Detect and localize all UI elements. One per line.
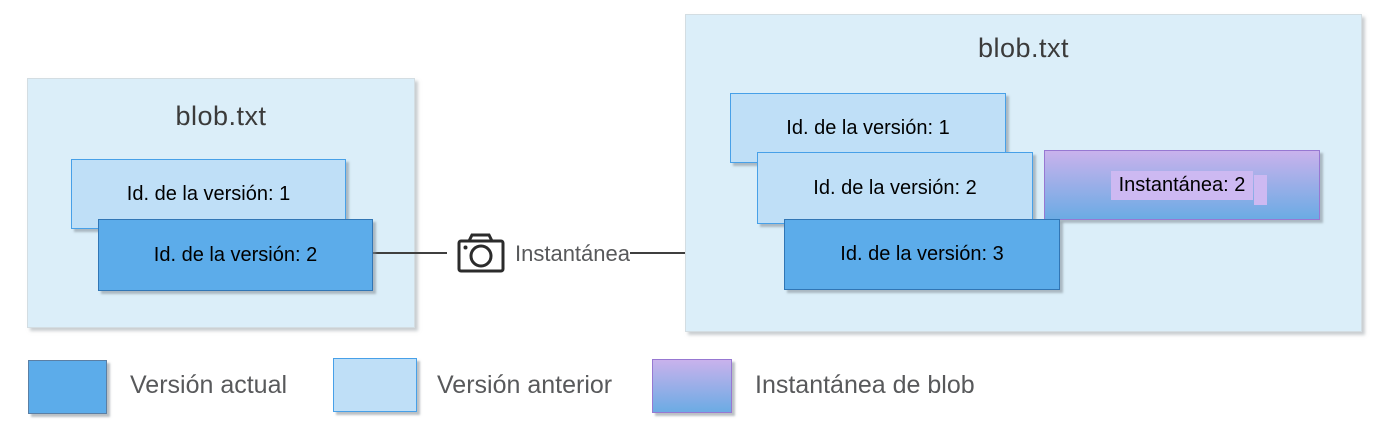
legend-label-current-version: Versión actual xyxy=(130,371,288,399)
legend-swatch-blob-snapshot xyxy=(652,359,732,413)
right-version-box-2: Id. de la versión: 2 xyxy=(757,152,1033,224)
legend-swatch-current-version xyxy=(28,360,107,414)
version-label: Id. de la versión: 1 xyxy=(126,182,291,205)
snapshot-label: Instantánea: 2 xyxy=(1110,170,1254,200)
legend-label-previous-version: Versión anterior xyxy=(437,371,613,399)
version-label: Id. de la versión: 2 xyxy=(813,176,977,199)
right-version-box-3: Id. de la versión: 3 xyxy=(784,219,1060,290)
camera-icon xyxy=(457,233,505,273)
right-blob-title: blob.txt xyxy=(977,33,1070,63)
snapshot-box: Instantánea: 2 xyxy=(1044,150,1320,220)
left-blob-container: blob.txt Id. de la versión: 1 Id. de la … xyxy=(27,78,415,328)
right-blob-container: blob.txt Id. de la versión: 1 Id. de la … xyxy=(685,14,1362,332)
snapshot-action-label: Instantánea xyxy=(515,241,630,266)
version-label: Id. de la versión: 1 xyxy=(786,116,950,139)
snapshot-highlight-artifact xyxy=(1254,175,1267,205)
left-blob-title: blob.txt xyxy=(175,101,267,131)
left-version-box-1: Id. de la versión: 1 xyxy=(71,159,346,229)
legend-label-blob-snapshot: Instantánea de blob xyxy=(755,371,975,399)
right-version-box-1: Id. de la versión: 1 xyxy=(730,93,1006,163)
connector-line-left xyxy=(371,252,447,254)
version-label: Id. de la versión: 3 xyxy=(840,243,1004,265)
legend-swatch-previous-version xyxy=(333,358,417,412)
version-label: Id. de la versión: 2 xyxy=(153,243,318,266)
left-version-box-2: Id. de la versión: 2 xyxy=(98,219,373,291)
